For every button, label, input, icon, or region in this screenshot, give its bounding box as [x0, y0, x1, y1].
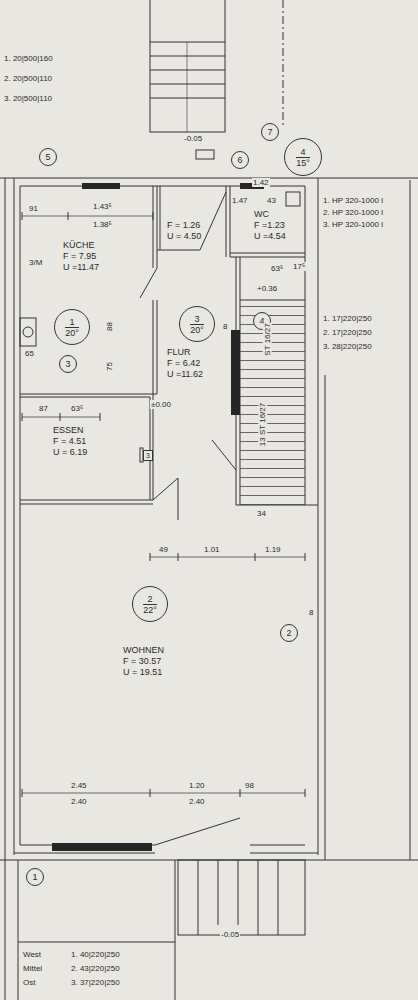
- node-value: U = 6.19: [52, 447, 88, 458]
- node-title: 1: [32, 872, 37, 882]
- room-label: FLURF = 6.42U =11.62320°: [166, 347, 204, 380]
- plan-label: 8: [308, 608, 314, 617]
- plan-label: -0.05: [183, 134, 203, 143]
- marker-box: 3: [143, 450, 153, 461]
- plan-label: 1. 20|500|160: [3, 54, 54, 63]
- plan-label: 1. 40|220|250: [70, 950, 121, 959]
- plan-label: 2. 43|220|250: [70, 964, 121, 973]
- plan-label: 1. HP 320-1000 I: [322, 196, 384, 205]
- node-value: U =4.54: [253, 231, 287, 242]
- node-value: F = 4.51: [52, 436, 88, 447]
- callout-circle: 5: [39, 148, 57, 166]
- node-title: 3: [146, 451, 150, 460]
- plan-label: +0.36: [256, 284, 278, 293]
- node-title: 2: [286, 628, 291, 638]
- plan-label: 1.38⁵: [92, 220, 113, 229]
- callout-circle: 1: [26, 868, 44, 886]
- node-value: F = 30.57: [122, 656, 165, 667]
- plan-label: 2. 20|500|110: [3, 74, 53, 83]
- plan-label: 91: [28, 204, 39, 213]
- temperature-circle: 222°: [132, 586, 168, 622]
- plan-label: 2. 17|220|250: [322, 328, 373, 337]
- callout-circle: 7: [261, 123, 279, 141]
- node-value: F = 6.42: [166, 358, 204, 369]
- node-title: 4: [296, 147, 309, 158]
- node-title: 3: [190, 314, 203, 325]
- plan-label: 98: [244, 781, 255, 790]
- plan-label: 3. 28|220|250: [322, 342, 373, 351]
- plan-label: 43: [266, 196, 277, 205]
- plan-label: Ost: [22, 978, 36, 987]
- node-title: 5: [45, 152, 50, 162]
- node-title: KÜCHE: [62, 240, 100, 251]
- temperature-circle: 320°: [179, 306, 215, 342]
- node-value: F =1.23: [253, 220, 287, 231]
- plan-label: 87: [38, 404, 49, 413]
- plan-label: 1.47: [231, 196, 249, 205]
- node-title: ESSEN: [52, 425, 88, 436]
- node-title: F = 1.26: [166, 220, 202, 231]
- callout-circle: 2: [280, 624, 298, 642]
- plan-label: 1.19: [264, 545, 282, 554]
- dimension-text: 88: [105, 321, 114, 332]
- room-label: ESSENF = 4.51U = 6.19: [52, 425, 88, 458]
- node-title: 7: [267, 127, 272, 137]
- temperature-circle: 415°: [284, 138, 322, 176]
- plan-label: Mittel: [22, 964, 43, 973]
- plan-label: 1.20: [188, 781, 206, 790]
- node-title: 2: [143, 594, 156, 605]
- plan-label: 2.45: [70, 781, 88, 790]
- plan-label: 49: [158, 545, 169, 554]
- plan-label: 63⁵: [70, 404, 84, 413]
- plan-label: 3/M: [28, 258, 43, 267]
- plan-label: 1.01: [203, 545, 221, 554]
- node-value: U = 19.51: [122, 667, 165, 678]
- plan-label: 3. 37|220|250: [70, 978, 121, 987]
- node-title: 3: [65, 359, 70, 369]
- callout-circle: 6: [231, 151, 249, 169]
- room-label: KÜCHEF = 7.95U =11.47120°: [62, 240, 100, 273]
- plan-label: ±0.00: [150, 400, 172, 409]
- dimension-text: ST 16/27: [263, 322, 272, 356]
- dimension-text: 75: [105, 361, 114, 372]
- plan-label: 17⁵: [292, 262, 306, 271]
- node-value: F = 7.95: [62, 251, 100, 262]
- callout-circle: 3: [59, 355, 77, 373]
- node-title: 1: [65, 317, 78, 328]
- temperature-circle: 120°: [54, 309, 90, 345]
- plan-label: -0.05: [220, 930, 240, 939]
- plan-label: 1.43⁵: [92, 202, 113, 211]
- plan-label: 2.40: [188, 797, 206, 806]
- plan-label: 63⁵: [270, 264, 284, 273]
- node-title: 6: [237, 155, 242, 165]
- plan-label: 1. 17|220|250: [322, 314, 373, 323]
- plan-label: 2. HP 320-1000 I: [322, 208, 384, 217]
- node-value: 15°: [296, 158, 310, 168]
- plan-label: 65: [24, 349, 35, 358]
- node-title: WOHNEN: [122, 645, 165, 656]
- node-value: 22°: [142, 605, 158, 615]
- plan-label: 8: [222, 322, 228, 331]
- node-title: FLUR: [166, 347, 204, 358]
- plan-label: 3. HP 320-1000 I: [322, 220, 384, 229]
- node-title: WC: [253, 209, 287, 220]
- room-label: WOHNENF = 30.57U = 19.51222°: [122, 645, 165, 678]
- plan-label: 3. 20|500|110: [3, 94, 53, 103]
- room-label: F = 1.26U = 4.50: [166, 220, 202, 242]
- node-value: U =11.62: [166, 369, 204, 380]
- room-label: WCF =1.23U =4.54: [253, 209, 287, 242]
- plan-label: 34: [256, 509, 267, 518]
- node-value: 20°: [189, 325, 205, 335]
- plan-label: 1.42: [252, 178, 270, 187]
- plan-label: West: [22, 950, 42, 959]
- node-value: 20°: [64, 328, 80, 338]
- node-value: U =11.47: [62, 262, 100, 273]
- plan-label: 2.40: [70, 797, 88, 806]
- node-value: U = 4.50: [166, 231, 202, 242]
- dimension-text: 13 ST 16/27: [258, 402, 267, 447]
